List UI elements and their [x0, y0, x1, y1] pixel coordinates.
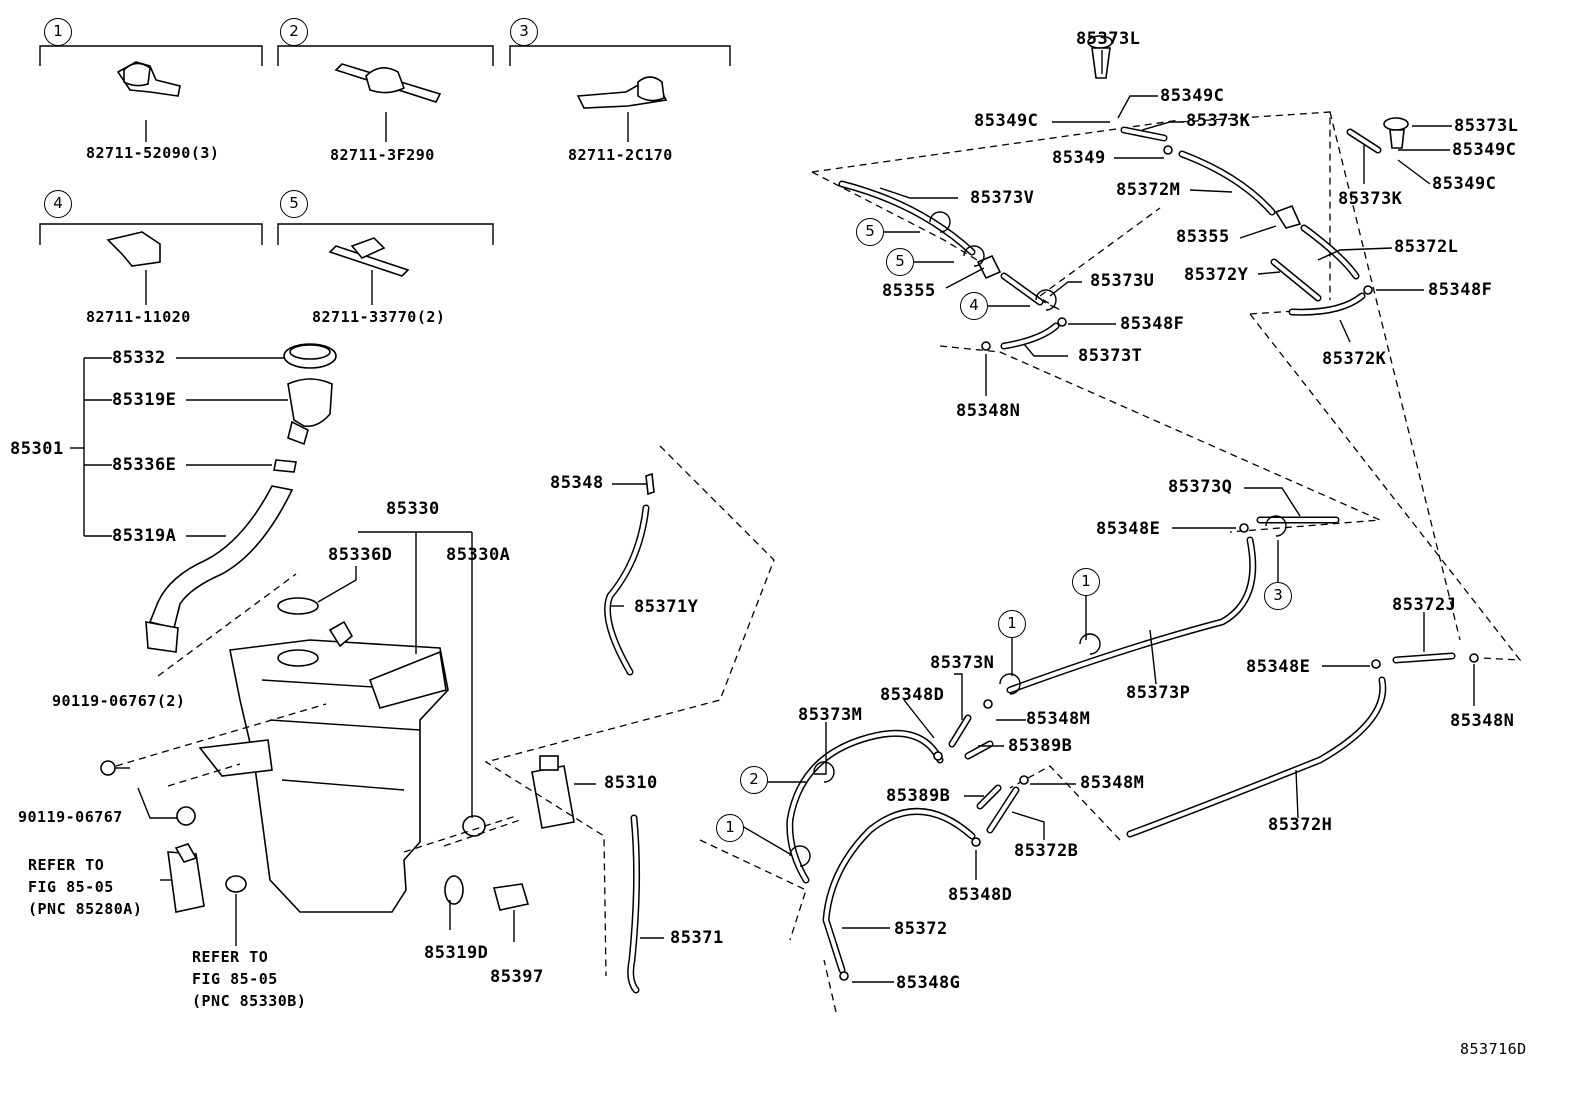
part-label-85373K-b[interactable]: 85373K: [1338, 189, 1403, 209]
callout-circle-2: 2: [740, 766, 768, 794]
hoses-left: [604, 472, 655, 994]
part-label-85373T[interactable]: 85373T: [1078, 346, 1143, 366]
part-label-85349C-b[interactable]: 85349C: [974, 111, 1039, 131]
part-label-85373N[interactable]: 85373N: [930, 653, 995, 673]
part-label-85349C-a[interactable]: 85349C: [1160, 86, 1225, 106]
part-label-85371[interactable]: 85371: [670, 928, 724, 948]
part-label-85372B[interactable]: 85372B: [1014, 841, 1079, 861]
part-label-85348F-right[interactable]: 85348F: [1428, 280, 1493, 300]
part-label-85319A[interactable]: 85319A: [112, 526, 177, 546]
callout-circle-1a: 1: [1072, 568, 1100, 596]
part-label-85372J[interactable]: 85372J: [1392, 595, 1457, 615]
part-label-85348E-right[interactable]: 85348E: [1246, 657, 1311, 677]
leader-lines-left: [137, 483, 664, 946]
part-label-85336D[interactable]: 85336D: [328, 545, 393, 565]
part-label-85336E[interactable]: 85336E: [112, 455, 177, 475]
part-label-85330A[interactable]: 85330A: [446, 545, 511, 565]
reference-note-tank[interactable]: REFER TO FIG 85-05 (PNC 85330B): [192, 948, 307, 1010]
view-outlines: [115, 111, 1522, 1013]
tank-illustration: [100, 597, 575, 913]
part-label-85332[interactable]: 85332: [112, 348, 166, 368]
legend-part-5[interactable]: 82711-33770(2): [312, 308, 446, 326]
callout-circle-3: 3: [1264, 582, 1292, 610]
legend-part-2[interactable]: 82711-3F290: [330, 146, 435, 164]
legend-circle-2: 2: [280, 18, 308, 46]
legend-part-1[interactable]: 82711-52090(3): [86, 144, 220, 162]
part-label-85397[interactable]: 85397: [490, 967, 544, 987]
part-label-85348F-left[interactable]: 85348F: [1120, 314, 1185, 334]
part-label-85373P[interactable]: 85373P: [1126, 683, 1191, 703]
part-label-85348E-top[interactable]: 85348E: [1096, 519, 1161, 539]
part-label-85310[interactable]: 85310: [604, 773, 658, 793]
part-label-85355-left[interactable]: 85355: [882, 281, 936, 301]
part-label-85373M[interactable]: 85373M: [798, 705, 863, 725]
part-label-85389B-top[interactable]: 85389B: [1008, 736, 1073, 756]
part-label-85373L-top[interactable]: 85373L: [1076, 29, 1141, 49]
part-label-85373V[interactable]: 85373V: [970, 188, 1035, 208]
part-label-85301[interactable]: 85301: [10, 439, 64, 459]
document-id: 853716D: [1460, 1040, 1527, 1058]
part-label-85330[interactable]: 85330: [386, 499, 440, 519]
legend-circle-5: 5: [280, 190, 308, 218]
part-label-85372K[interactable]: 85372K: [1322, 349, 1387, 369]
part-label-85373L-right[interactable]: 85373L: [1454, 116, 1519, 136]
legend-circle-4: 4: [44, 190, 72, 218]
part-label-85372H[interactable]: 85372H: [1268, 815, 1333, 835]
legend-brackets: [39, 45, 731, 305]
part-label-85355-right[interactable]: 85355: [1176, 227, 1230, 247]
part-label-85373U[interactable]: 85373U: [1090, 271, 1155, 291]
callout-circle-1b: 1: [998, 610, 1026, 638]
clip-illustrations: [106, 61, 668, 277]
callout-circle-1c: 1: [716, 814, 744, 842]
part-label-85349C-d[interactable]: 85349C: [1432, 174, 1497, 194]
part-label-85349[interactable]: 85349: [1052, 148, 1106, 168]
legend-circle-3: 3: [510, 18, 538, 46]
part-label-85373Q[interactable]: 85373Q: [1168, 477, 1233, 497]
filler-assembly-bracket: [70, 357, 288, 537]
callout-circle-5a: 5: [856, 218, 884, 246]
part-label-85372Y[interactable]: 85372Y: [1184, 265, 1249, 285]
reference-note-pump[interactable]: REFER TO FIG 85-05 (PNC 85280A): [28, 856, 143, 918]
legend-circle-1: 1: [44, 18, 72, 46]
part-label-85319D[interactable]: 85319D: [424, 943, 489, 963]
part-label-85373K-a[interactable]: 85373K: [1186, 111, 1251, 131]
part-label-90119-06767[interactable]: 90119-06767: [18, 808, 123, 826]
part-label-85389B-bottom[interactable]: 85389B: [886, 786, 951, 806]
leader-lines-right: [741, 50, 1475, 983]
part-label-85372[interactable]: 85372: [894, 919, 948, 939]
part-label-85348G[interactable]: 85348G: [896, 973, 961, 993]
part-label-85372L[interactable]: 85372L: [1394, 237, 1459, 257]
callout-circle-5b: 5: [886, 248, 914, 276]
legend-part-4[interactable]: 82711-11020: [86, 308, 191, 326]
part-label-85349C-c[interactable]: 85349C: [1452, 140, 1517, 160]
part-label-90119-06767-2[interactable]: 90119-06767(2): [52, 692, 186, 710]
legend-part-3[interactable]: 82711-2C170: [568, 146, 673, 164]
part-label-85348N-top[interactable]: 85348N: [956, 401, 1021, 421]
part-label-85348D-bottom[interactable]: 85348D: [948, 885, 1013, 905]
part-label-85319E[interactable]: 85319E: [112, 390, 177, 410]
part-label-85348M-top[interactable]: 85348M: [1026, 709, 1091, 729]
callout-circle-4: 4: [960, 292, 988, 320]
part-label-85348D-top[interactable]: 85348D: [880, 685, 945, 705]
part-label-85348[interactable]: 85348: [550, 473, 604, 493]
part-label-85372M[interactable]: 85372M: [1116, 180, 1181, 200]
part-label-85348M-bottom[interactable]: 85348M: [1080, 773, 1145, 793]
hoses-right: [786, 35, 1479, 981]
part-label-85371Y[interactable]: 85371Y: [634, 597, 699, 617]
filler-parts: [145, 343, 337, 653]
part-label-85348N-right[interactable]: 85348N: [1450, 711, 1515, 731]
